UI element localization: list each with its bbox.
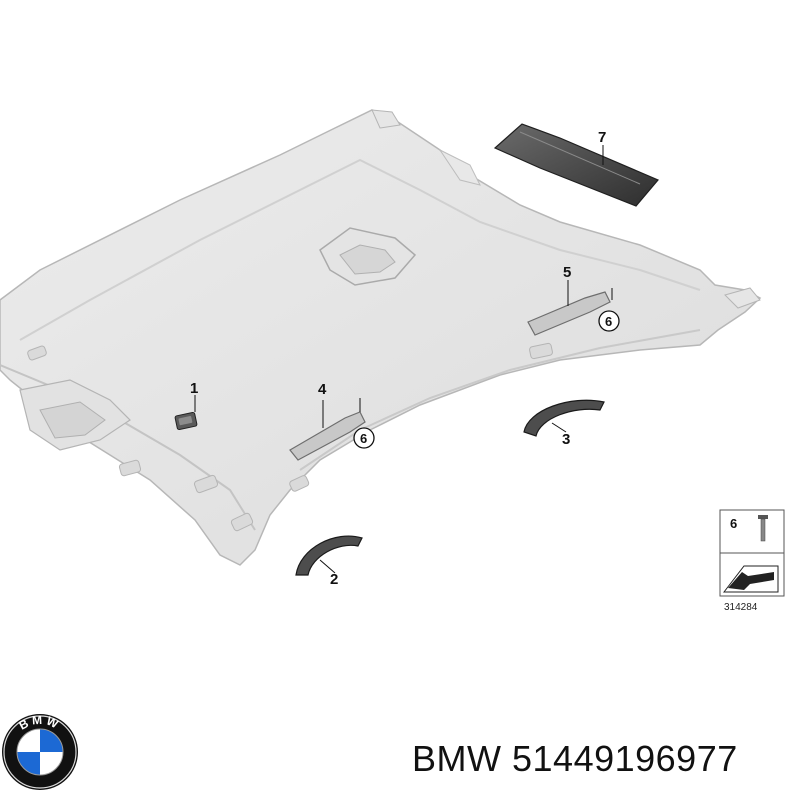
part-4-handle-bracket	[289, 398, 375, 461]
part-number: 51449196977	[512, 738, 738, 779]
callout-4: 4	[318, 381, 327, 398]
part-7-rear-trim-panel	[493, 123, 659, 207]
callout-6-right: 6	[605, 314, 612, 329]
part-1-clip	[174, 395, 198, 431]
part-caption: BMW 51449196977	[412, 738, 738, 780]
callout-1: 1	[190, 380, 198, 397]
callout-2: 2	[330, 571, 338, 588]
part-2-grab-handle	[295, 535, 363, 576]
rivet-icon	[758, 515, 768, 542]
callout-7: 7	[598, 129, 606, 146]
legend-item-number: 6	[730, 516, 737, 531]
part-3-grab-handle	[523, 399, 605, 437]
logo-letters: BMW	[17, 713, 61, 733]
svg-text:BMW: BMW	[17, 713, 64, 733]
part-5-handle-bracket	[527, 280, 620, 336]
wedge-arrow-icon	[722, 565, 779, 593]
brand-name: BMW	[412, 738, 502, 779]
bmw-logo: BMW	[2, 713, 78, 790]
callout-6-left: 6	[360, 431, 367, 446]
callout-5: 5	[563, 264, 571, 281]
callout-3: 3	[562, 431, 570, 448]
fastener-legend-box: 6 314284	[719, 509, 785, 613]
headliner-panel	[0, 109, 762, 566]
reference-code: 314284	[724, 602, 758, 613]
